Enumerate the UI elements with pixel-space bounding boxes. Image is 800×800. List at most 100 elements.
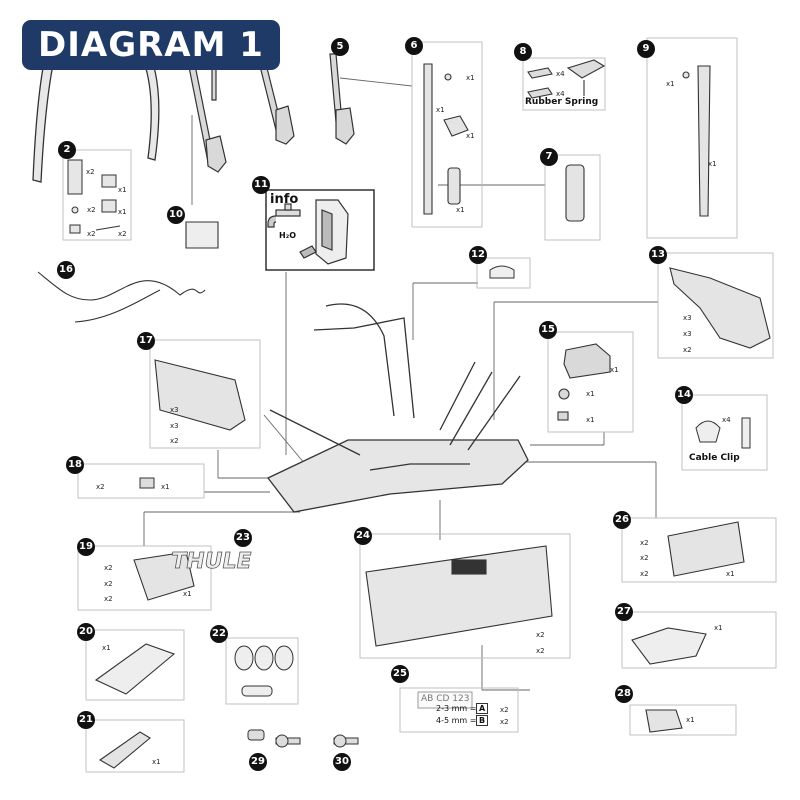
callout-29: 29 — [249, 753, 267, 771]
cap-part — [185, 221, 219, 249]
end-cap-right — [669, 267, 771, 349]
callout-20: 20 — [77, 623, 95, 641]
callout-21: 21 — [77, 711, 95, 729]
part-boxes — [62, 37, 777, 773]
tap-water-icon — [267, 199, 349, 265]
quantity-label: x1 — [666, 80, 675, 88]
quantity-label: x2 — [86, 168, 95, 176]
callout-2: 2 — [58, 141, 76, 159]
letter-b-badge: B — [476, 715, 489, 726]
bracket-parts — [67, 159, 121, 234]
quantity-label: x1 — [586, 416, 595, 424]
light-cover-left — [133, 551, 195, 601]
bulb-icon — [234, 645, 294, 697]
callout-24: 24 — [354, 527, 372, 545]
quantity-label: x2 — [104, 595, 113, 603]
callout-11: 11 — [252, 176, 270, 194]
info-label: info — [270, 192, 299, 207]
quantity-label: x2 — [104, 580, 113, 588]
callout-16: 16 — [57, 261, 75, 279]
quantity-label: x1 — [102, 644, 111, 652]
quantity-label: x2 — [87, 230, 96, 238]
bike-carrier-icon — [266, 303, 529, 513]
callout-5: 5 — [331, 38, 349, 56]
quantity-label: x2 — [640, 539, 649, 547]
quantity-label: x3 — [683, 330, 692, 338]
callout-22: 22 — [210, 625, 228, 643]
end-cap-left — [154, 359, 246, 431]
quantity-label: x2 — [536, 647, 545, 655]
quantity-label: x2 — [104, 564, 113, 572]
quantity-label: x1 — [118, 208, 127, 216]
quantity-label: x3 — [170, 406, 179, 414]
size-b-label: 4-5 mm = — [436, 716, 477, 725]
quantity-label: x2 — [96, 483, 105, 491]
quantity-label: x1 — [161, 483, 170, 491]
quantity-label: x2 — [170, 437, 179, 445]
quantity-label: x4 — [556, 90, 565, 98]
clip-part — [489, 265, 515, 279]
callout-10: 10 — [167, 206, 185, 224]
callout-26: 26 — [613, 511, 631, 529]
rubber-pad-icon — [565, 164, 585, 222]
callout-18: 18 — [66, 456, 84, 474]
quantity-label: x1 — [456, 206, 465, 214]
lens-right — [631, 627, 707, 665]
clamp-arm-icon — [98, 731, 151, 769]
callout-6: 6 — [405, 37, 423, 55]
callout-9: 9 — [637, 40, 655, 58]
cable-clip-icon — [695, 417, 751, 449]
quantity-label: x2 — [640, 570, 649, 578]
plate-part — [423, 63, 469, 215]
quantity-label: x2 — [683, 346, 692, 354]
small-part-18 — [139, 477, 155, 489]
lock-knob — [557, 343, 611, 421]
quantity-label: x2 — [500, 718, 509, 726]
callout-7: 7 — [540, 148, 558, 166]
lens-left — [94, 643, 176, 695]
key-icon — [247, 729, 359, 748]
small-cap-28 — [645, 709, 683, 733]
leader-lines — [143, 77, 658, 691]
quantity-label: x4 — [556, 70, 565, 78]
rubber-spring-label: Rubber Spring — [525, 97, 599, 107]
quantity-label: x3 — [170, 422, 179, 430]
callout-27: 27 — [615, 603, 633, 621]
quantity-label: x1 — [686, 716, 695, 724]
quantity-label: x1 — [586, 390, 595, 398]
quantity-label: x1 — [152, 758, 161, 766]
size-a-label: 2-3 mm = — [436, 704, 477, 713]
callout-25: 25 — [391, 665, 409, 683]
quantity-label: x2 — [640, 554, 649, 562]
plate-text: AB CD 123 — [421, 694, 470, 704]
quantity-label: x2 — [118, 230, 127, 238]
diagram-title: DIAGRAM 1 — [38, 25, 264, 65]
rubber-spring-icon — [527, 59, 606, 99]
quantity-label: x1 — [436, 106, 445, 114]
quantity-label: x2 — [536, 631, 545, 639]
quantity-label: x1 — [610, 366, 619, 374]
callout-17: 17 — [137, 332, 155, 350]
callout-30: 30 — [333, 753, 351, 771]
callout-23: 23 — [234, 529, 252, 547]
strap-icon — [187, 49, 355, 173]
callout-15: 15 — [539, 321, 557, 339]
quantity-label: x3 — [683, 314, 692, 322]
quantity-label: x1 — [726, 570, 735, 578]
letter-a-badge: A — [476, 703, 489, 714]
callout-28: 28 — [615, 685, 633, 703]
quantity-label: x1 — [118, 186, 127, 194]
quantity-label: x4 — [722, 416, 731, 424]
callout-14: 14 — [675, 386, 693, 404]
h2o-label: H₂O — [279, 231, 296, 240]
quantity-label: x1 — [708, 160, 717, 168]
cable-clip-label: Cable Clip — [689, 453, 740, 463]
callout-8: 8 — [514, 43, 532, 61]
logo-badge: THULE — [169, 548, 254, 574]
title-banner — [22, 20, 280, 70]
light-cover-right — [667, 521, 745, 577]
plate-holder — [365, 545, 553, 647]
callout-13: 13 — [649, 246, 667, 264]
quantity-label: x1 — [466, 74, 475, 82]
